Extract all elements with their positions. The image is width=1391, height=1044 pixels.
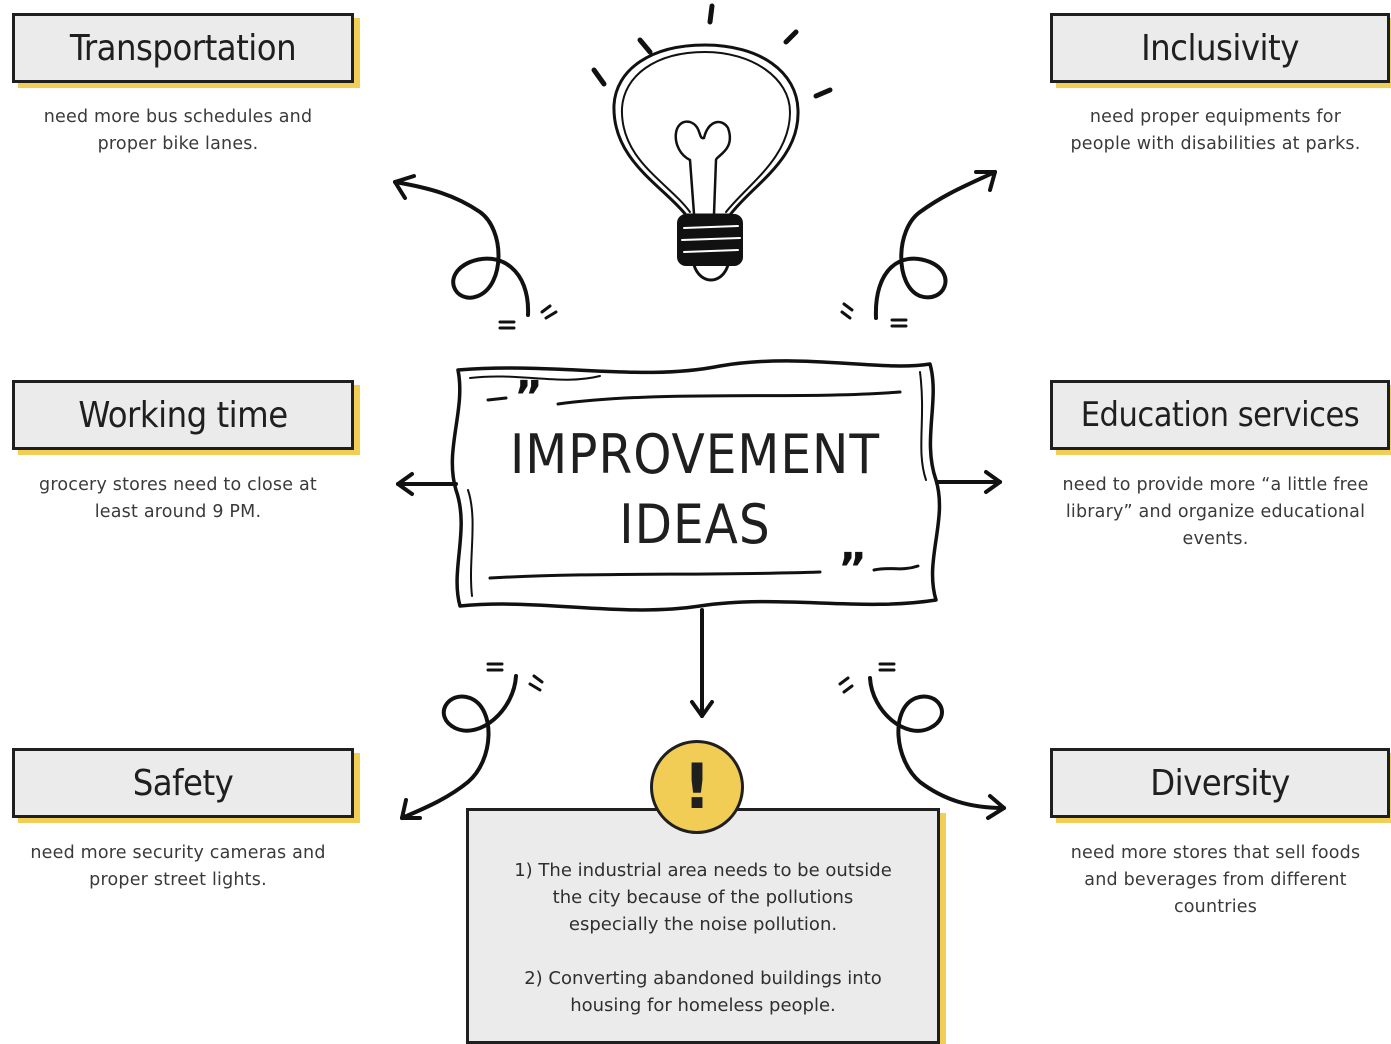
center-title-line2: IDEAS: [619, 493, 771, 556]
desc-line: least around 9 PM.: [94, 502, 262, 522]
center-title-line1: IMPROVEMENT: [509, 423, 881, 486]
desc-line: and beverages from different: [1084, 870, 1347, 890]
card-description: need more bus schedules and proper bike …: [0, 104, 356, 158]
card-description: need more stores that sell foods and bev…: [1040, 840, 1391, 921]
quote-mark-close: ”: [838, 544, 867, 595]
card-title: Working time: [78, 394, 288, 436]
bottom-line: 1) The industrial area needs to be outsi…: [514, 860, 892, 881]
desc-line: events.: [1182, 529, 1249, 549]
desc-line: need more security cameras and: [30, 843, 326, 863]
card-description: grocery stores need to close at least ar…: [0, 472, 356, 526]
card-inclusivity: Inclusivity: [1050, 13, 1390, 83]
card-transportation: Transportation: [12, 13, 354, 83]
card-title: Transportation: [69, 27, 297, 69]
quote-mark-open: ”: [514, 372, 543, 423]
card-description: need proper equipments for people with d…: [1040, 104, 1391, 158]
desc-line: countries: [1173, 897, 1258, 917]
bottom-item-1: 1) The industrial area needs to be outsi…: [469, 857, 937, 938]
card-description: need to provide more “a little free libr…: [1040, 472, 1391, 553]
exclamation-icon: !: [650, 740, 744, 834]
desc-line: proper street lights.: [89, 870, 267, 890]
card-description: need more security cameras and proper st…: [0, 840, 356, 894]
lightbulb-icon: [591, 3, 833, 282]
desc-line: need more bus schedules and: [43, 107, 313, 127]
bottom-line: 2) Converting abandoned buildings into: [524, 968, 882, 989]
center-frame: [450, 359, 942, 612]
card-title: Inclusivity: [1141, 27, 1299, 69]
bottom-item-2: 2) Converting abandoned buildings into h…: [469, 965, 937, 1019]
bottom-ideas-box: 1) The industrial area needs to be outsi…: [466, 808, 940, 1044]
desc-line: library” and organize educational: [1065, 502, 1366, 522]
card-education-services: Education services: [1050, 380, 1390, 450]
desc-line: need more stores that sell foods: [1070, 843, 1361, 863]
card-working-time: Working time: [12, 380, 354, 450]
desc-line: grocery stores need to close at: [39, 475, 317, 495]
desc-line: proper bike lanes.: [97, 134, 259, 154]
card-title: Safety: [132, 762, 234, 804]
card-diversity: Diversity: [1050, 748, 1390, 818]
desc-line: need to provide more “a little free: [1062, 475, 1369, 495]
desc-line: people with disabilities at parks.: [1070, 134, 1361, 154]
bottom-line: housing for homeless people.: [570, 995, 836, 1016]
exclamation-mark: !: [682, 750, 712, 823]
bottom-line: the city because of the pollutions: [552, 887, 854, 908]
desc-line: need proper equipments for: [1089, 107, 1342, 127]
arrow-icon: [393, 170, 1006, 820]
bottom-line: especially the noise pollution.: [568, 914, 838, 935]
card-title: Education services: [1080, 395, 1360, 435]
card-safety: Safety: [12, 748, 354, 818]
card-title: Diversity: [1150, 762, 1290, 804]
